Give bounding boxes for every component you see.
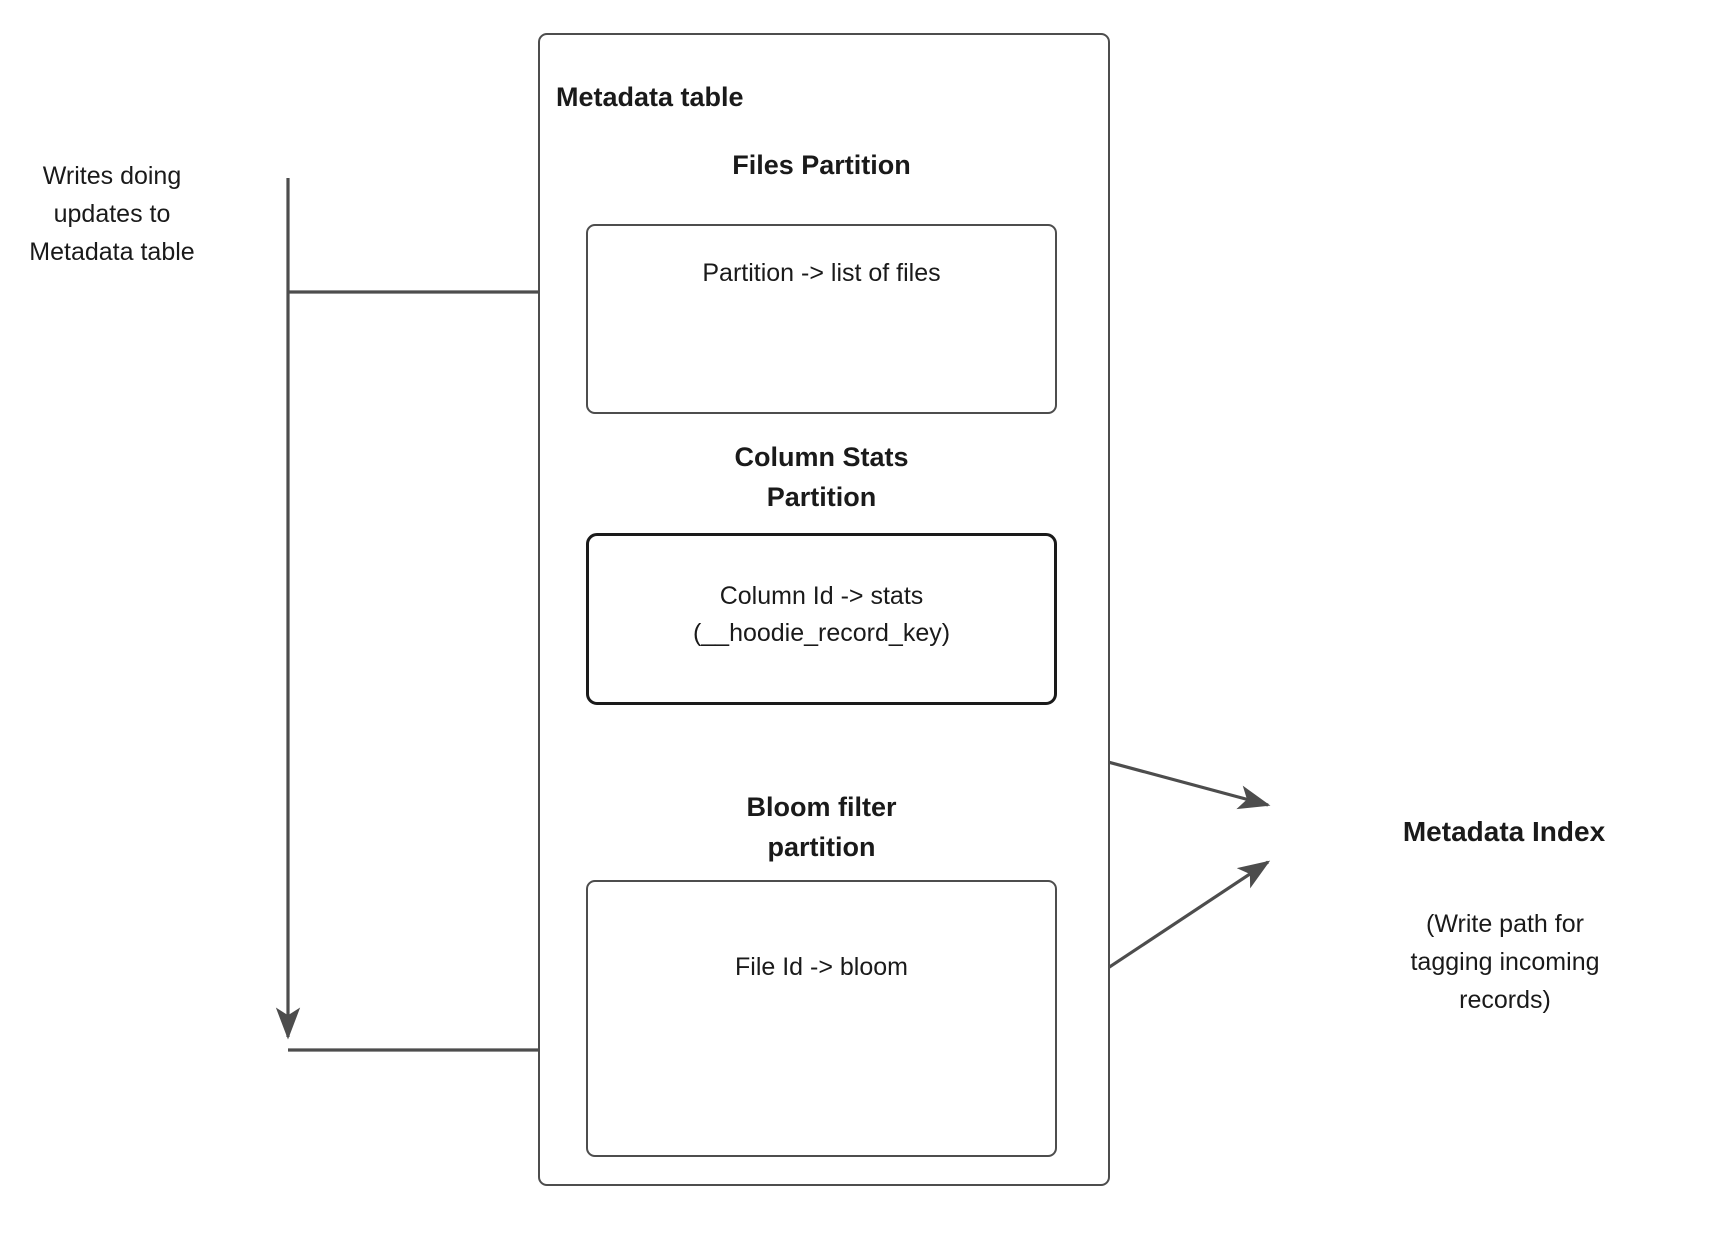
metadata-index-caption-line-2: tagging incoming <box>1410 948 1600 976</box>
column-stats-partition-title: Column Stats Partition <box>586 437 1057 517</box>
bloom-filter-partition-title-line-1: Bloom filter <box>746 792 897 822</box>
metadata-index-caption-line-3: records) <box>1459 986 1551 1014</box>
files-partition-box[interactable] <box>586 224 1057 414</box>
column-stats-partition-title-line-1: Column Stats <box>734 442 909 472</box>
column-stats-partition-box[interactable] <box>586 533 1057 705</box>
metadata-index-caption: (Write path for tagging incoming records… <box>1300 905 1710 1019</box>
writes-annotation-line-2: updates to <box>53 200 171 228</box>
files-partition-box-label: Partition -> list of files <box>702 259 941 287</box>
metadata-index-title: Metadata Index <box>1402 816 1606 847</box>
bloom-filter-partition-title-line-2: partition <box>767 832 876 862</box>
bloom-filter-partition-box-label: File Id -> bloom <box>735 953 908 981</box>
bloom-filter-partition-title: Bloom filter partition <box>586 787 1057 867</box>
column-stats-box-line-1: Column Id -> stats <box>719 582 924 610</box>
bloom-filter-partition-box[interactable] <box>586 880 1057 1157</box>
writes-annotation-line-3: Metadata table <box>29 238 195 266</box>
column-stats-box-line-2: (__hoodie_record_key) <box>692 619 951 647</box>
metadata-index-caption-line-1: (Write path for <box>1426 910 1584 938</box>
files-partition-title: Files Partition <box>732 150 911 180</box>
column-stats-partition-title-line-2: Partition <box>766 482 877 512</box>
writes-annotation-label: Writes doing updates to Metadata table <box>12 157 212 271</box>
writes-annotation-line-1: Writes doing <box>42 162 182 190</box>
metadata-table-title: Metadata table <box>556 82 744 112</box>
column-stats-partition-box-label: Column Id -> stats (__hoodie_record_key) <box>586 578 1057 652</box>
